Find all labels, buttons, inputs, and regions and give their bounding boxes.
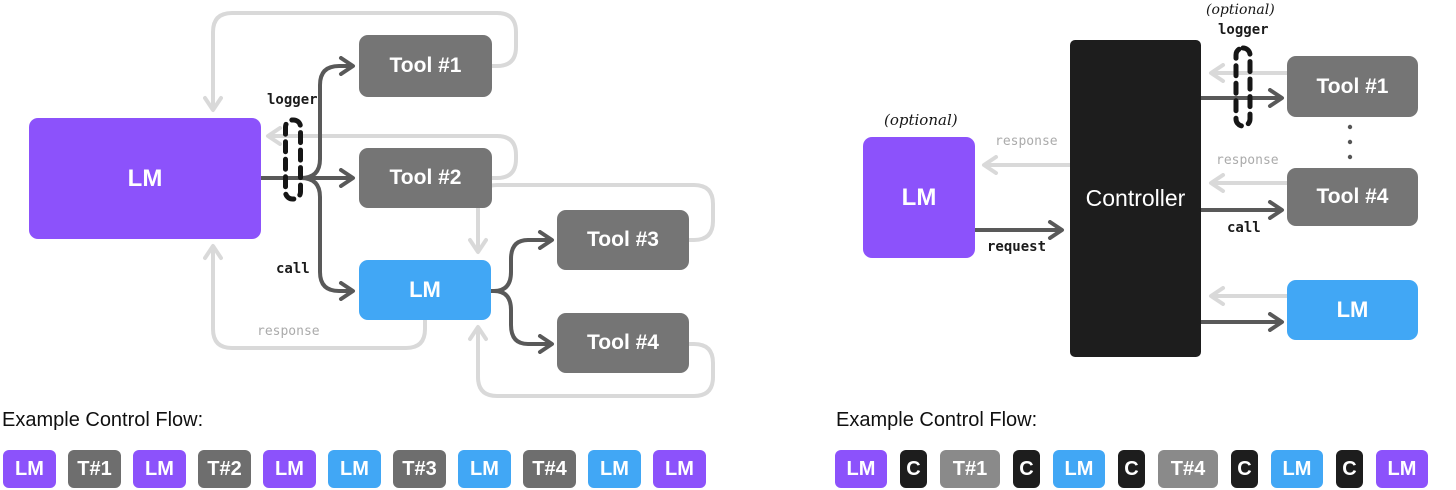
flow-badge-t1: T#1 bbox=[940, 450, 1000, 488]
right-lm-box: LM bbox=[863, 137, 975, 258]
right-response-left-label: response bbox=[995, 134, 1058, 149]
flow-badge-lm: LM bbox=[1053, 450, 1105, 488]
flow-badge-lm: LM bbox=[458, 450, 511, 488]
call-to-sublm bbox=[299, 176, 355, 301]
flow-badge-lm: LM bbox=[588, 450, 641, 488]
call-to-tool1 bbox=[299, 56, 355, 180]
tool1-response-loop bbox=[203, 11, 518, 112]
flow-badge-t1: T#1 bbox=[68, 450, 121, 488]
right-tool1-box: Tool #1 bbox=[1287, 56, 1418, 117]
right-logger-optional-label: (optional) bbox=[1206, 2, 1275, 18]
right-sub-lm-label: LM bbox=[1336, 297, 1369, 322]
right-flow-heading: Example Control Flow: bbox=[836, 409, 1038, 431]
flow-badge-c: C bbox=[1231, 450, 1258, 488]
left-main-lm-label: LM bbox=[127, 164, 163, 192]
sublm-call-to-tool4 bbox=[489, 289, 554, 354]
controller-box: Controller bbox=[1070, 40, 1201, 357]
right-logger-label: logger bbox=[1218, 22, 1269, 38]
left-main-lm-box: LM bbox=[29, 118, 261, 239]
right-request-label: request bbox=[987, 239, 1047, 255]
left-tool4-label: Tool #4 bbox=[587, 331, 659, 354]
logger-dashed-icon bbox=[283, 117, 303, 202]
left-flow-heading: Example Control Flow: bbox=[2, 409, 204, 431]
left-diagram: LM Tool #1 Tool #2 LM Tool #3 Tool #4 lo… bbox=[0, 0, 830, 400]
flow-badge-t2: T#2 bbox=[198, 450, 251, 488]
left-response-arrows bbox=[203, 11, 715, 398]
right-diagram: (optional) LM Controller Tool #1 Tool #4… bbox=[830, 0, 1456, 400]
right-call-arrows bbox=[973, 88, 1284, 332]
left-sub-lm-label: LM bbox=[409, 277, 441, 302]
left-sub-lm-box: LM bbox=[359, 260, 491, 320]
controller-label: Controller bbox=[1085, 185, 1186, 211]
flow-badge-c: C bbox=[1336, 450, 1363, 488]
left-response-label: response bbox=[257, 324, 320, 339]
flow-badge-lm: LM bbox=[653, 450, 706, 488]
flow-badge-lm: LM bbox=[835, 450, 887, 488]
sublm-response-loop bbox=[203, 244, 427, 350]
flow-badge-lm: LM bbox=[1271, 450, 1323, 488]
left-tool4-box: Tool #4 bbox=[557, 313, 689, 373]
left-flow-row: LM T#1 LM T#2 LM LM T#3 LM T#4 LM LM bbox=[3, 450, 706, 488]
left-tool1-box: Tool #1 bbox=[359, 35, 492, 97]
right-arrows-layer bbox=[973, 45, 1353, 332]
sublm-call-to-tool3 bbox=[489, 230, 554, 293]
right-sub-lm-box: LM bbox=[1287, 280, 1418, 340]
flow-badge-t3: T#3 bbox=[393, 450, 446, 488]
right-logger-dashed-icon bbox=[1233, 45, 1253, 129]
right-lm-label: LM bbox=[901, 183, 937, 211]
right-call-label: call bbox=[1227, 220, 1261, 236]
flow-badge-lm: LM bbox=[3, 450, 56, 488]
flow-badge-t4: T#4 bbox=[1158, 450, 1218, 488]
right-lm-optional-label: (optional) bbox=[884, 111, 958, 129]
flow-badge-lm: LM bbox=[263, 450, 316, 488]
ellipsis-dots bbox=[1347, 124, 1353, 160]
flow-badge-t4: T#4 bbox=[523, 450, 576, 488]
right-flow-row: LM C T#1 C LM C T#4 C LM C LM bbox=[835, 450, 1428, 488]
right-tool4-box: Tool #4 bbox=[1287, 168, 1418, 226]
left-arrows-layer bbox=[203, 11, 715, 398]
flow-badge-c: C bbox=[1118, 450, 1145, 488]
flow-badge-c: C bbox=[1013, 450, 1040, 488]
right-tool4-label: Tool #4 bbox=[1316, 185, 1389, 208]
left-logger-label: logger bbox=[267, 92, 318, 108]
right-response-right-label: response bbox=[1216, 153, 1279, 168]
left-tool1-label: Tool #1 bbox=[389, 54, 462, 77]
left-call-arrows bbox=[259, 56, 554, 354]
left-tool2-box: Tool #2 bbox=[359, 148, 492, 208]
left-tool2-label: Tool #2 bbox=[389, 166, 462, 189]
tool4-response-loop bbox=[468, 325, 715, 398]
left-call-label: call bbox=[276, 261, 310, 277]
flow-badge-lm: LM bbox=[1376, 450, 1428, 488]
flow-badge-lm: LM bbox=[133, 450, 186, 488]
right-tool1-label: Tool #1 bbox=[1316, 74, 1389, 98]
tool2-response-loop bbox=[266, 126, 518, 180]
left-tool3-label: Tool #3 bbox=[587, 228, 659, 251]
left-tool3-box: Tool #3 bbox=[557, 210, 689, 270]
flow-badge-c: C bbox=[900, 450, 927, 488]
flow-badge-lm: LM bbox=[328, 450, 381, 488]
